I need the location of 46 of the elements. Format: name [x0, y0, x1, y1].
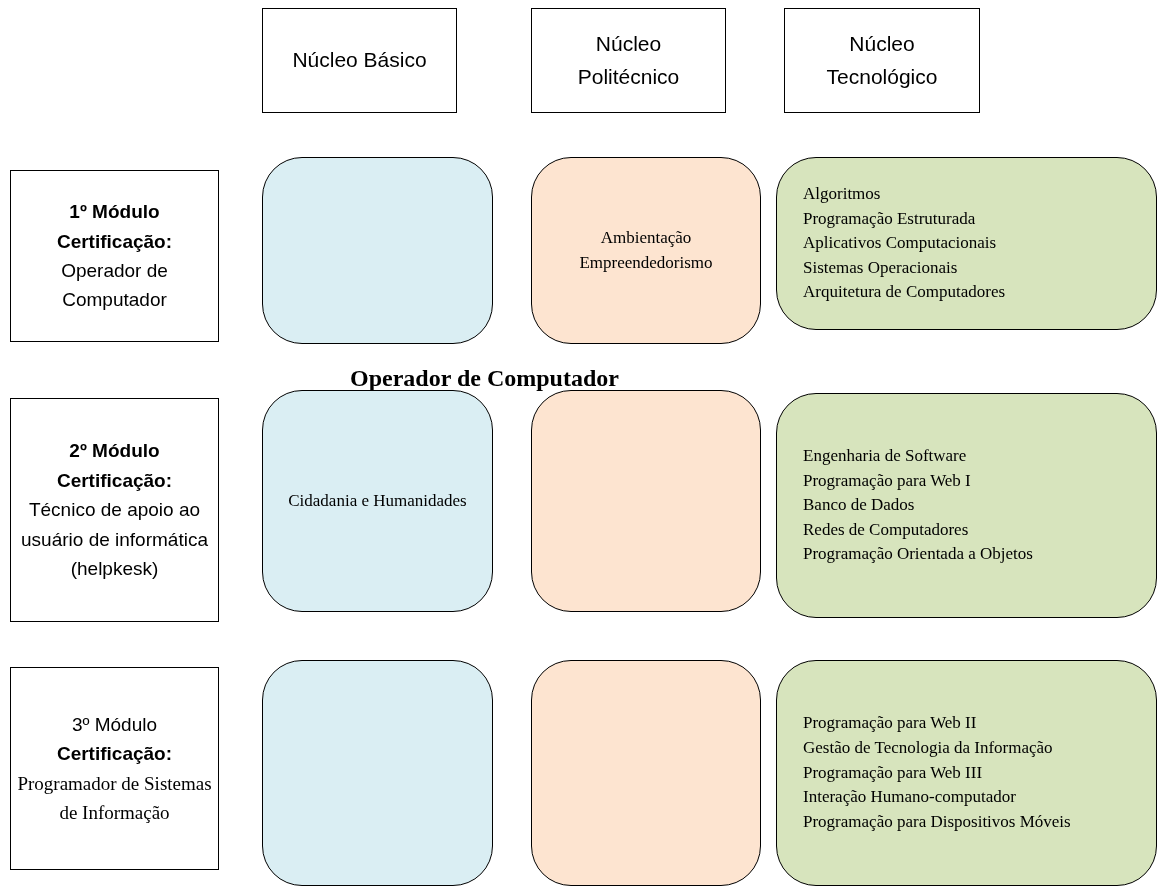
module-box	[10, 398, 219, 622]
subject-panel	[531, 390, 761, 612]
subject-panel	[262, 390, 493, 612]
subject-name: Engenharia de Software	[803, 444, 967, 467]
module-title: 1º Módulo	[69, 200, 160, 225]
module-caption: Operador de Computador	[350, 365, 619, 392]
subject-name: Ambientação	[600, 226, 692, 249]
subject-name: Empreendedorismo	[579, 251, 713, 274]
subject-name: Programação para Web III	[803, 761, 983, 784]
subject-panel	[776, 660, 1157, 886]
subject-panel	[262, 157, 493, 344]
subject-name: Arquitetura de Computadores	[803, 281, 1006, 304]
subject-name: Redes de Computadores	[803, 518, 969, 541]
subject-name: Banco de Dados	[803, 494, 915, 517]
subject-name: Algoritmos	[803, 182, 881, 205]
certification-label: Certificação:	[56, 229, 173, 254]
header-box	[784, 8, 980, 113]
module-box	[10, 170, 219, 342]
certification-label: Certificação:	[56, 468, 173, 493]
subject-panel	[776, 393, 1157, 618]
subject-name: Aplicativos Computacionais	[803, 232, 997, 255]
subject-name: Programação Estruturada	[803, 207, 976, 230]
header-box	[262, 8, 457, 113]
header-box	[531, 8, 726, 113]
subject-name: Gestão de Tecnologia da Informação	[803, 737, 1053, 760]
certification-name: Programador de Sistemas de Informação	[17, 771, 212, 825]
column-heading: Núcleo Tecnológico	[825, 30, 939, 90]
subject-name: Sistemas Operacionais	[803, 256, 958, 279]
certification-label: Certificação:	[56, 742, 173, 767]
certification-name: Operador de Computador	[60, 259, 169, 313]
subject-panel	[776, 157, 1157, 330]
subject-name: Interação Humano-computador	[803, 786, 1016, 809]
module-box	[10, 667, 219, 870]
column-heading: Núcleo Politécnico	[576, 30, 681, 90]
subject-name: Programação Orientada a Objetos	[803, 543, 1033, 566]
module-title: 2º Módulo	[69, 439, 160, 464]
certification-name: Técnico de apoio ao usuário de informática (helpkesk)	[20, 498, 209, 582]
column-heading: Núcleo Básico	[292, 47, 427, 74]
subject-name: Cidadania e Humanidades	[288, 489, 467, 512]
module-title: 3º Módulo	[71, 712, 158, 737]
subject-name: Programação para Web I	[803, 469, 971, 492]
subject-panel	[531, 157, 761, 344]
subject-panel	[531, 660, 761, 886]
subject-panel	[262, 660, 493, 886]
subject-name: Programação para Web II	[803, 712, 977, 735]
subject-name: Programação para Dispositivos Móveis	[803, 810, 1071, 833]
